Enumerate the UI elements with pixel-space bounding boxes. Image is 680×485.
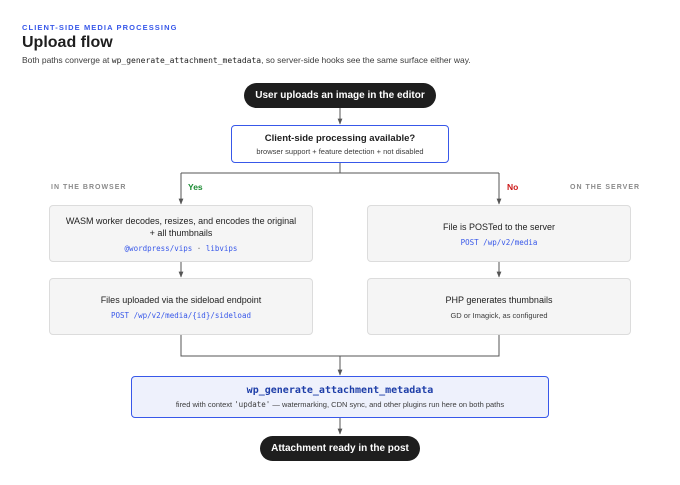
hook-detail: fired with context 'update' — watermarki… (176, 400, 504, 409)
subtitle-hook-code: wp_generate_attachment_metadata (111, 56, 262, 65)
hook-context-code: 'update' (234, 400, 271, 409)
server-step-post-file: File is POSTed to the server POST /wp/v2… (367, 205, 631, 262)
server-step-php-thumbnails: PHP generates thumbnails GD or Imagick, … (367, 278, 631, 335)
sideload-endpoint-code: POST /wp/v2/media/{id}/sideload (111, 310, 251, 320)
browser-column-heading: IN THE BROWSER (51, 184, 127, 191)
server-column-heading: ON THE SERVER (570, 184, 641, 191)
browser-step1-line2: + all thumbnails (149, 227, 213, 238)
subtitle-text-start: Both paths converge at (22, 55, 112, 65)
browser-step-wasm-worker: WASM worker decodes, resizes, and encode… (49, 205, 313, 262)
server-step2-line1: PHP generates thumbnails (445, 294, 553, 305)
decision-title: Client-side processing available? (264, 132, 416, 144)
no-branch-label: No (507, 182, 519, 192)
hook-detail-start: fired with context (175, 400, 235, 409)
connector-decision-split (181, 163, 341, 174)
decision-detail: browser support + feature detection + no… (256, 146, 424, 156)
server-step1-line1: File is POSTed to the server (442, 221, 556, 232)
hook-node: wp_generate_attachment_metadata fired wi… (131, 376, 549, 418)
browser-step1-line1: WASM worker decodes, resizes, and encode… (65, 215, 297, 226)
server-step2-detail: GD or Imagick, as configured (450, 310, 548, 320)
browser-step-sideload-upload: Files uploaded via the sideload endpoint… (49, 278, 313, 335)
browser-step2-line1: Files uploaded via the sideload endpoint (100, 294, 262, 305)
start-node: User uploads an image in the editor (244, 83, 436, 108)
hook-detail-end: — watermarking, CDN sync, and other plug… (270, 400, 505, 409)
end-node: Attachment ready in the post (260, 436, 420, 461)
libvips-code: libvips (205, 243, 238, 253)
page-subtitle: Both paths converge at wp_generate_attac… (22, 55, 471, 65)
decision-node: Client-side processing available? browse… (231, 125, 449, 163)
connector-merge (180, 335, 500, 357)
media-endpoint-code: POST /wp/v2/media (460, 237, 538, 247)
yes-branch-label: Yes (188, 182, 203, 192)
hook-name: wp_generate_attachment_metadata (246, 385, 434, 396)
vips-package-code: @wordpress/vips (124, 243, 193, 253)
code-separator: · (196, 243, 202, 253)
page-title: Upload flow (22, 34, 113, 51)
subtitle-text-end: , so server-side hooks see the same surf… (261, 55, 471, 65)
page-eyebrow: CLIENT-SIDE MEDIA PROCESSING (22, 23, 178, 32)
browser-step1-code: @wordpress/vips · libvips (125, 244, 238, 253)
